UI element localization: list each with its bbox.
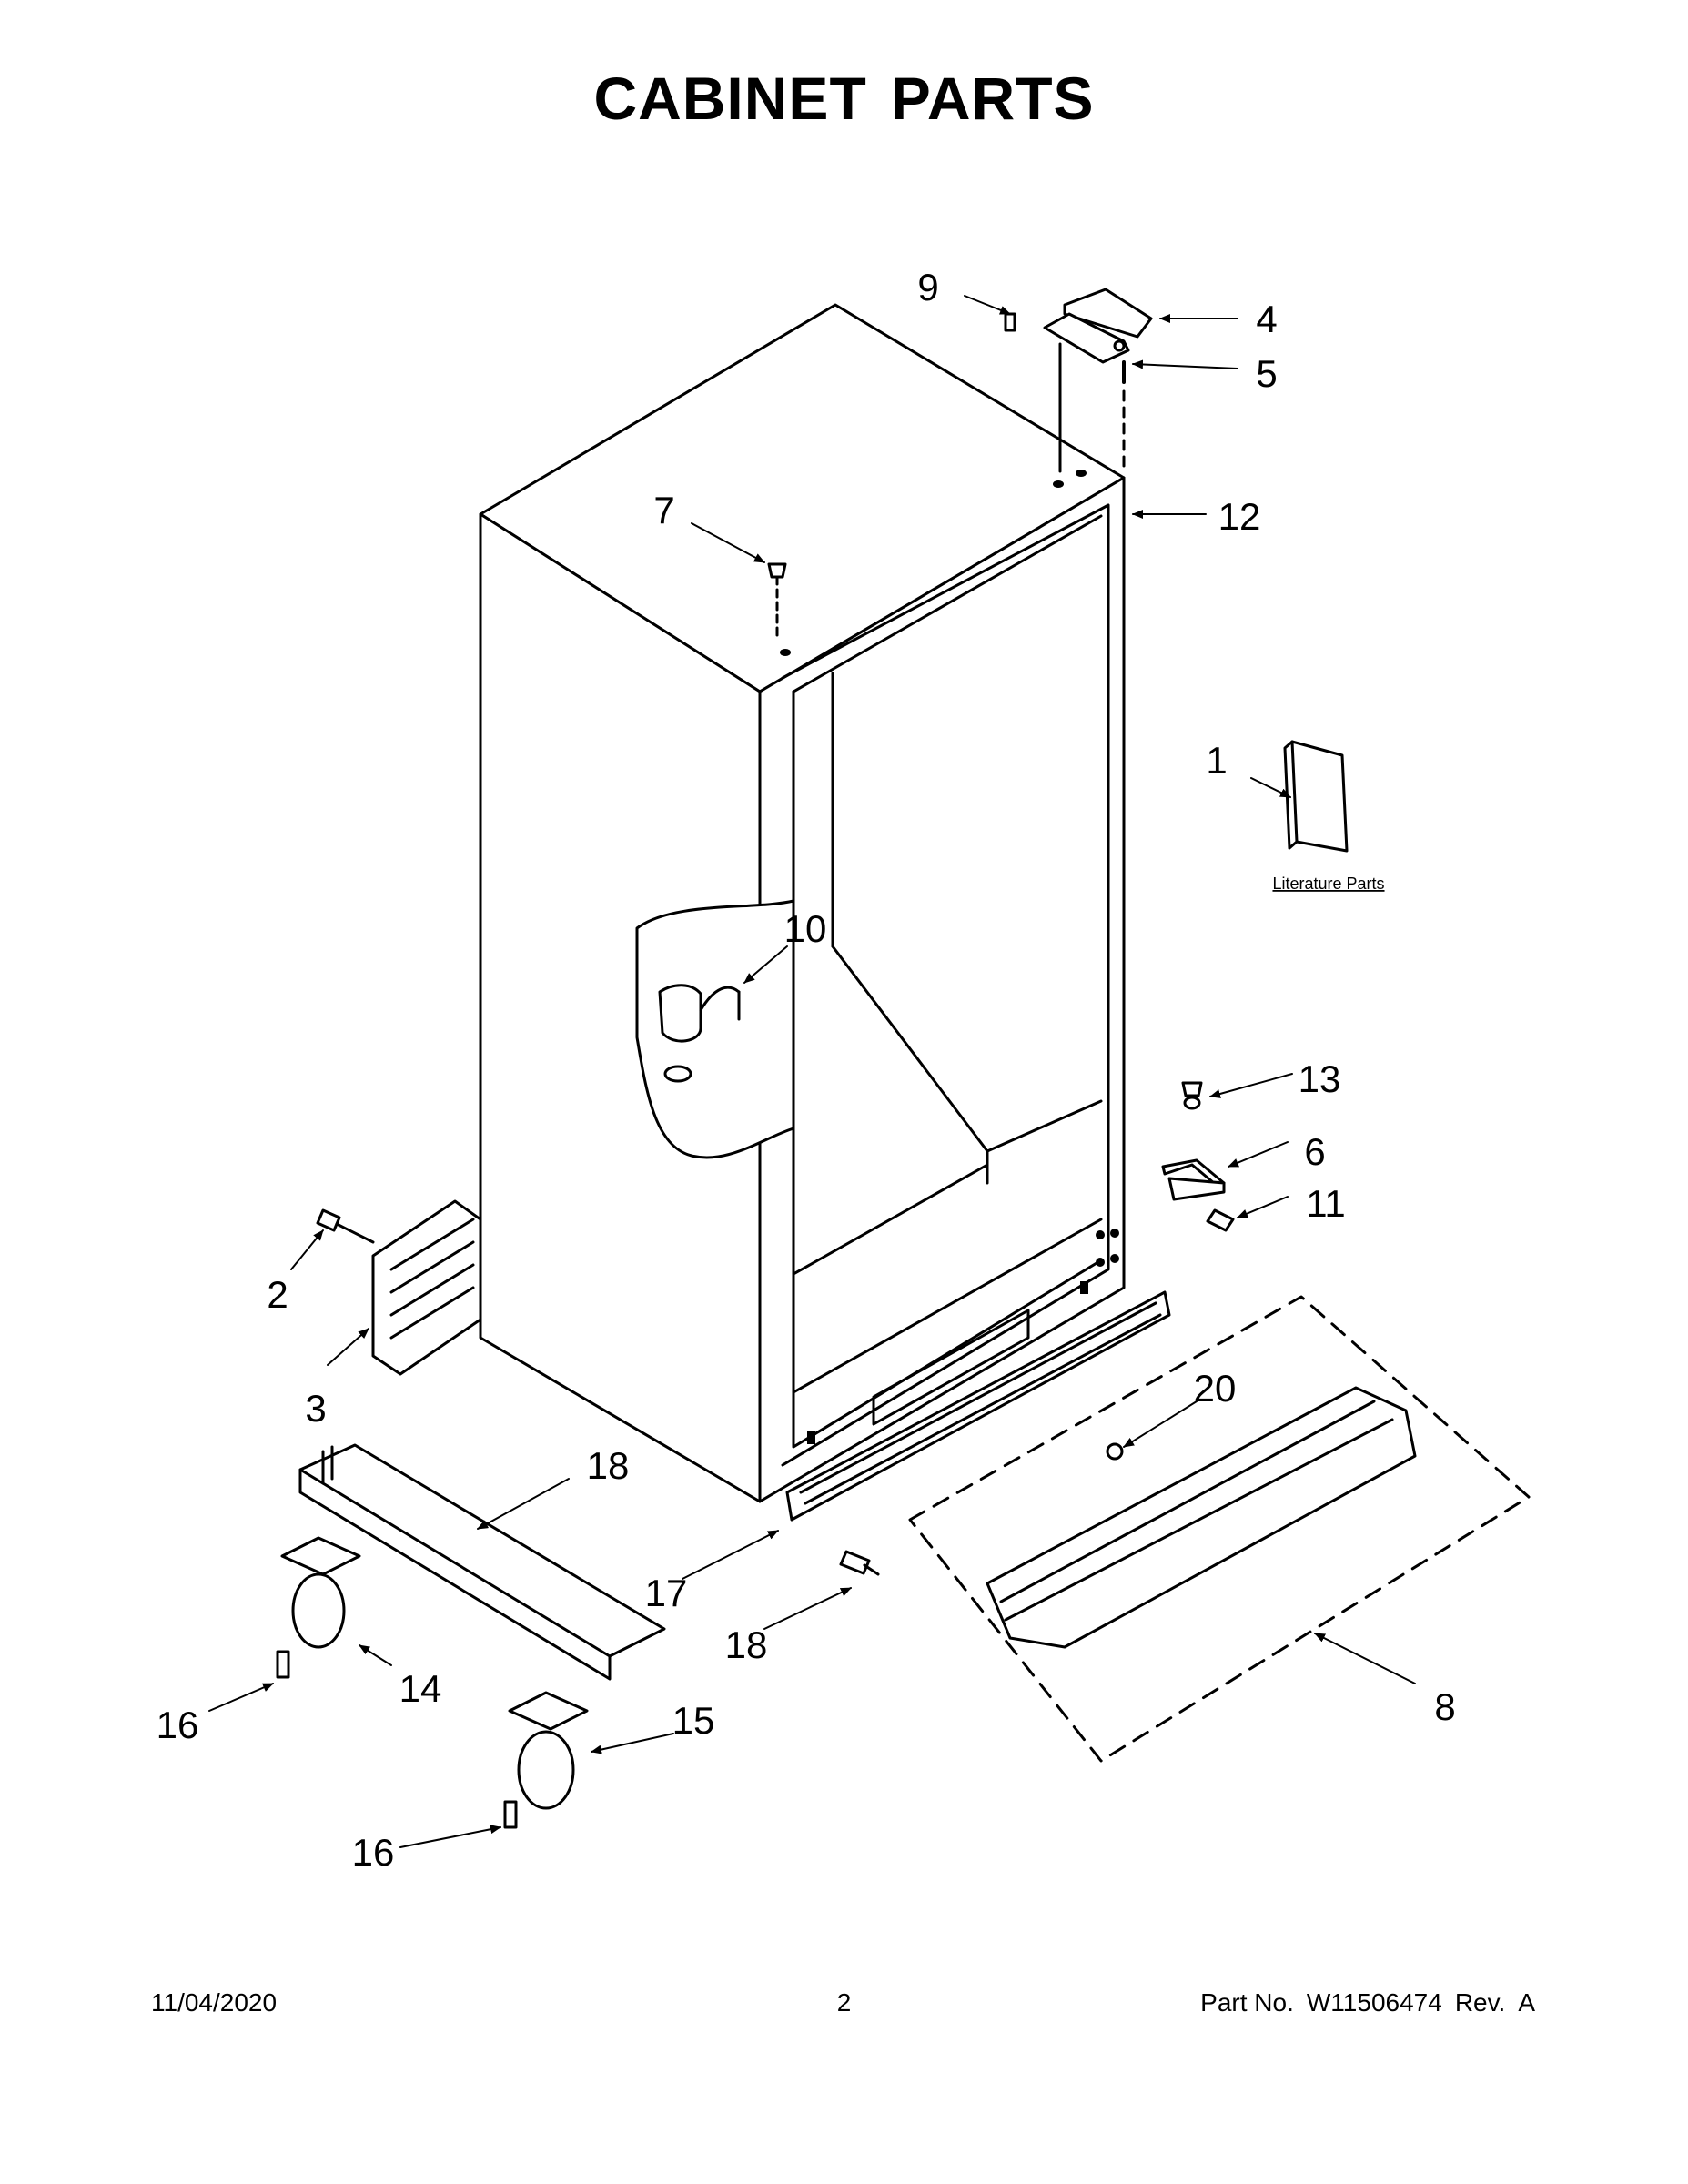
callout-3: 3 <box>305 1387 326 1430</box>
footer-date: 11/04/2020 <box>151 1988 278 2017</box>
page-title: CABINET PARTS <box>0 64 1688 133</box>
callout-18: 18 <box>725 1623 768 1666</box>
cabinet-body <box>479 303 1126 1503</box>
callout-19: 18 <box>587 1444 630 1487</box>
title-word-2: PARTS <box>890 65 1095 132</box>
callout-1: 1 <box>1206 739 1227 782</box>
rev-label: Rev. <box>1454 1988 1506 2017</box>
callout-13: 13 <box>1299 1057 1341 1100</box>
callout-15: 15 <box>672 1699 715 1742</box>
callout-6: 6 <box>1304 1130 1325 1173</box>
drain-cutaway <box>635 899 795 1159</box>
literature-parts-icon <box>1283 740 1349 853</box>
callout-20: 20 <box>1194 1367 1237 1410</box>
literature-parts-label: Literature Parts <box>1272 875 1384 893</box>
footer-page-number: 2 <box>836 1988 852 2017</box>
title-word-1: CABINET <box>593 65 867 132</box>
callout-16-upper: 16 <box>157 1704 199 1746</box>
part-label: Part No. <box>1200 1988 1294 2017</box>
callout-leaders <box>208 295 1416 1848</box>
callout-12: 12 <box>1218 495 1261 538</box>
callout-9: 9 <box>917 266 938 308</box>
callout-8: 8 <box>1434 1685 1455 1728</box>
callout-16-lower: 16 <box>352 1831 395 1874</box>
condenser-and-screw <box>316 1199 482 1376</box>
door-stop-bracket <box>1161 1081 1235 1232</box>
hinge-pin <box>767 562 787 639</box>
callout-10: 10 <box>784 907 827 950</box>
callout-4: 4 <box>1256 298 1277 340</box>
callout-2: 2 <box>267 1273 288 1316</box>
footer-part-number: Part No. W11506474 Rev. A <box>1188 1988 1535 2017</box>
step-assembly <box>908 1295 1531 1763</box>
rev-value: A <box>1518 1988 1535 2017</box>
callout-labels: 9 4 5 12 7 1 10 13 6 11 2 3 18 20 17 18 … <box>157 266 1456 1874</box>
toe-grille <box>785 1290 1171 1576</box>
callout-14: 14 <box>399 1667 442 1710</box>
top-hinge-assembly <box>1004 288 1153 473</box>
callout-11: 11 <box>1306 1182 1346 1225</box>
leveling-rail-and-casters <box>276 1443 666 1829</box>
callout-17: 17 <box>645 1572 688 1614</box>
callout-5: 5 <box>1256 352 1277 395</box>
callout-7: 7 <box>653 489 674 531</box>
part-number: W11506474 <box>1306 1988 1442 2017</box>
